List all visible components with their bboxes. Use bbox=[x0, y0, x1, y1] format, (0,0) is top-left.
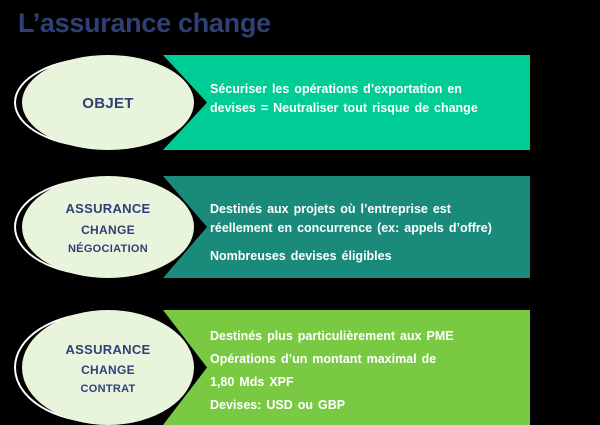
ellipse-label-line: Assurance bbox=[65, 197, 151, 219]
row-label-ellipse: Objet bbox=[22, 55, 194, 150]
row-banner-text: Destinés aux projets où l’entreprise est… bbox=[210, 201, 516, 267]
banner-line: Devises: USD ou GBP bbox=[210, 398, 346, 412]
row-banner: Destinés plus particulièrement aux PME O… bbox=[163, 310, 530, 425]
banner-line: Destinés plus particulièrement aux PME bbox=[210, 329, 454, 343]
banner-line: Sécuriser les opérations d’exportation e… bbox=[210, 82, 462, 96]
ellipse-label-line: Objet bbox=[82, 90, 134, 114]
row-label-ellipse: Assurance change négociation bbox=[22, 176, 194, 278]
banner-line: 1,80 Mds XPF bbox=[210, 375, 294, 389]
row-label-ellipse-wrap: Assurance change négociation bbox=[14, 176, 194, 278]
row-banner: Destinés aux projets où l’entreprise est… bbox=[163, 176, 530, 278]
row-banner-text: Sécuriser les opérations d’exportation e… bbox=[210, 81, 516, 119]
row-banner: Sécuriser les opérations d’exportation e… bbox=[163, 55, 530, 150]
banner-line: Destinés aux projets où l’entreprise est bbox=[210, 202, 451, 216]
diagram-row: Destinés plus particulièrement aux PME O… bbox=[0, 310, 600, 425]
ellipse-label-line: Assurance bbox=[65, 337, 151, 359]
ellipse-label-line: change bbox=[81, 218, 135, 238]
page-title: L’assurance change bbox=[18, 8, 271, 38]
diagram-row: Destinés aux projets où l’entreprise est… bbox=[0, 176, 600, 278]
banner-line: réellement en concurrence (ex: appels d’… bbox=[210, 221, 492, 235]
ellipse-label-line: change bbox=[81, 359, 135, 379]
row-label-ellipse: Assurance change contrat bbox=[22, 310, 194, 425]
row-banner-text: Destinés plus particulièrement aux PME O… bbox=[210, 328, 516, 420]
ellipse-label-line: négociation bbox=[67, 238, 149, 256]
diagram-row: Sécuriser les opérations d’exportation e… bbox=[0, 55, 600, 150]
row-label-ellipse-wrap: Assurance change contrat bbox=[14, 310, 194, 425]
ellipse-label-line: contrat bbox=[80, 379, 136, 396]
row-label-ellipse-wrap: Objet bbox=[14, 55, 194, 150]
banner-line: Opérations d’un montant maximal de bbox=[210, 352, 437, 366]
banner-line: Nombreuses devises éligibles bbox=[210, 249, 392, 263]
banner-line: devises = Neutraliser tout risque de cha… bbox=[210, 101, 478, 115]
